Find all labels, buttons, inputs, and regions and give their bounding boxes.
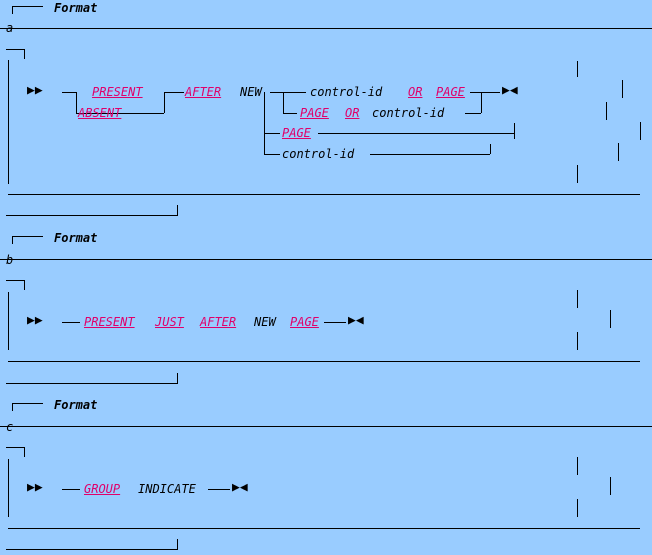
keyword-group: GROUP [84,482,121,496]
keyword-just: JUST [155,315,184,329]
keyword-or-2: OR [345,106,360,120]
start-arrow-icon: ▶▶ [27,313,43,328]
format-label: Format [54,398,98,412]
keyword-absent: ABSENT [78,106,122,120]
keyword-new: NEW [240,85,262,99]
keyword-page-2: PAGE [300,106,329,120]
format-label: Format [54,1,98,15]
format-a-section: Format a ▶▶ PRESENT ABSENT AFTER NEW con… [0,0,652,225]
end-arrow-icon: ▶◀ [232,480,248,495]
keyword-indicate: INDICATE [138,482,196,496]
format-letter: b [6,253,14,267]
format-b-section: Format b ▶▶ PRESENT JUST AFTER NEW PAGE … [0,231,652,384]
keyword-page-1: PAGE [436,85,465,99]
start-arrow-icon: ▶▶ [27,480,43,495]
control-id-2: control-id [372,106,445,120]
control-id-3: control-id [282,147,355,161]
keyword-present: PRESENT [84,315,135,329]
keyword-new: NEW [254,315,276,329]
keyword-page: PAGE [290,315,319,329]
start-arrow-icon: ▶▶ [27,83,43,98]
end-arrow-icon: ▶◀ [348,313,364,328]
keyword-after: AFTER [200,315,237,329]
end-arrow-icon: ▶◀ [502,83,518,98]
format-letter: c [6,420,14,434]
keyword-after: AFTER [185,85,222,99]
keyword-or-1: OR [408,85,423,99]
keyword-page-3: PAGE [282,126,311,140]
control-id-1: control-id [310,85,383,99]
format-label: Format [54,231,98,245]
keyword-present: PRESENT [92,85,143,99]
